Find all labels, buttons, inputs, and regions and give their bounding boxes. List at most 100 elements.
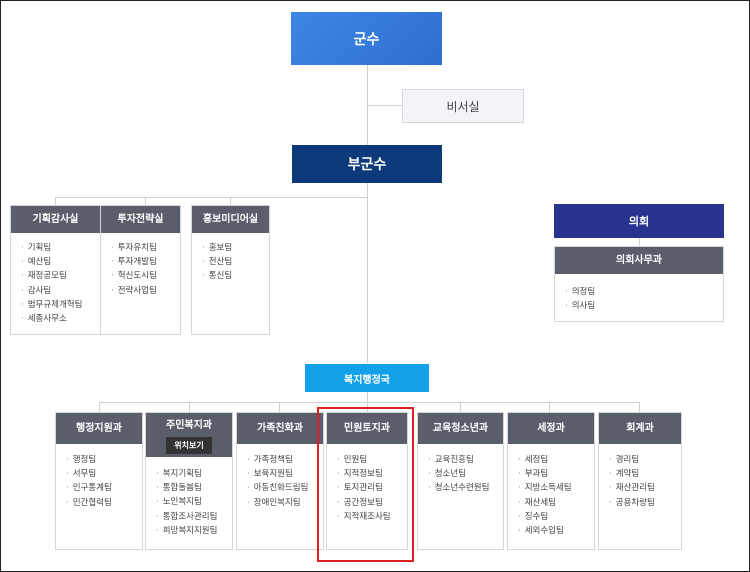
list-item: 세외수입팀	[518, 524, 594, 538]
connector-depts-horizontal	[99, 402, 640, 403]
list-item: 경리팀	[609, 453, 681, 467]
dept-card-resident-welfare[interactable]: 주민복지과 위치보기 복지기획팀 통합돌봄팀 노인복지팀 통합조사관리팀 희망복…	[145, 412, 233, 550]
list-item: 복지기획팀	[156, 467, 232, 481]
secretary-box[interactable]: 비서실	[402, 89, 524, 123]
connector-dept-2	[189, 402, 190, 412]
vice-governor-box[interactable]: 부군수	[292, 145, 442, 183]
team-list: 홍보팀 전산팀 통신팀	[192, 233, 269, 284]
office-title: 투자전략실	[101, 206, 180, 233]
list-item: 교육진흥팀	[428, 453, 503, 467]
list-item: 재정공모팀	[21, 269, 100, 283]
council-office-card[interactable]: 의회사무과 의정팀 의사팀	[554, 246, 724, 322]
connector-dept-7	[639, 402, 640, 412]
connector-secretary	[367, 105, 402, 106]
list-item: 의사팀	[565, 299, 723, 313]
list-item: 세정팀	[518, 453, 594, 467]
connector-dept-3	[279, 402, 280, 412]
council-box[interactable]: 의회	[554, 204, 724, 238]
office-card-investment[interactable]: 투자전략실 투자유치팀 투자개발팀 혁신도시팀 전략사업팀	[100, 205, 181, 335]
governor-box[interactable]: 군수	[291, 12, 442, 65]
connector-office-3	[230, 197, 231, 205]
connector-vice-bureau	[367, 183, 368, 363]
list-item: 공간정보팀	[337, 496, 407, 510]
team-list: 민원팀 지적정보팀 토지관리팀 공간정보팀 지적재조사팀	[327, 444, 407, 524]
list-item: 인구통계팀	[66, 481, 142, 495]
list-item: 민간협력팀	[66, 496, 142, 510]
list-item: 희망복지지원팀	[156, 524, 232, 538]
connector-offices-horizontal	[55, 197, 368, 198]
list-item: 투자유치팀	[111, 241, 180, 255]
team-list: 복지기획팀 통합돌봄팀 노인복지팀 통합조사관리팀 희망복지지원팀	[146, 457, 232, 538]
dept-title: 민원토지과	[327, 413, 407, 444]
list-item: 징수팀	[518, 510, 594, 524]
location-button-wrap: 위치보기	[146, 437, 232, 454]
list-item: 민원팀	[337, 453, 407, 467]
list-item: 예산팀	[21, 255, 100, 269]
list-item: 전략사업팀	[111, 284, 180, 298]
list-item: 의정팀	[565, 285, 723, 299]
list-item: 청소년수련원팀	[428, 481, 503, 495]
list-item: 법무규제개혁팀	[21, 298, 100, 312]
list-item: 혁신도시팀	[111, 269, 180, 283]
list-item: 감사팀	[21, 284, 100, 298]
team-list: 행정팀 서무팀 인구통계팀 민간협력팀	[56, 444, 142, 510]
connector-council	[639, 238, 640, 246]
team-list: 교육진흥팀 청소년팀 청소년수련원팀	[418, 444, 503, 496]
team-list: 가족정책팀 보육지원팀 아동친화드림팀 장애인복지팀	[237, 444, 323, 510]
dept-title: 세정과	[508, 413, 594, 444]
list-item: 노인복지팀	[156, 495, 232, 509]
connector-dept-5	[460, 402, 461, 412]
list-item: 지적재조사팀	[337, 510, 407, 524]
list-item: 공용차량팀	[609, 496, 681, 510]
list-item: 청소년팀	[428, 467, 503, 481]
list-item: 재산세팀	[518, 496, 594, 510]
bureau-box[interactable]: 복지행정국	[305, 364, 429, 392]
team-list: 투자유치팀 투자개발팀 혁신도시팀 전략사업팀	[101, 233, 180, 298]
list-item: 부과팀	[518, 467, 594, 481]
office-title: 홍보미디어실	[192, 206, 269, 233]
connector-office-2	[145, 197, 146, 205]
list-item: 지적정보팀	[337, 467, 407, 481]
list-item: 투자개발팀	[111, 255, 180, 269]
list-item: 전산팀	[202, 255, 269, 269]
dept-card-accounting[interactable]: 회계과 경리팀 계약팀 재산관리팀 공용차량팀	[598, 412, 682, 550]
dept-card-tax[interactable]: 세정과 세정팀 부과팀 지방소득세팀 재산세팀 징수팀 세외수입팀	[507, 412, 595, 550]
office-title: 기획감사실	[11, 206, 100, 233]
dept-title: 행정지원과	[56, 413, 142, 444]
dept-title: 회계과	[599, 413, 681, 444]
list-item: 통합돌봄팀	[156, 481, 232, 495]
list-item: 통신팀	[202, 269, 269, 283]
list-item: 행정팀	[66, 453, 142, 467]
team-list: 의정팀 의사팀	[555, 274, 723, 313]
list-item: 장애인복지팀	[247, 496, 323, 510]
team-list: 경리팀 계약팀 재산관리팀 공용차량팀	[599, 444, 681, 510]
team-list: 기획팀 예산팀 재정공모팀 감사팀 법무규제개혁팀 세종사무소	[11, 233, 100, 326]
dept-title: 가족친화과	[237, 413, 323, 444]
list-item: 재산관리팀	[609, 481, 681, 495]
list-item: 가족정책팀	[247, 453, 323, 467]
list-item: 통합조사관리팀	[156, 510, 232, 524]
office-card-media[interactable]: 홍보미디어실 홍보팀 전산팀 통신팀	[191, 205, 270, 335]
list-item: 계약팀	[609, 467, 681, 481]
list-item: 지방소득세팀	[518, 481, 594, 495]
dept-card-education-youth[interactable]: 교육청소년과 교육진흥팀 청소년팀 청소년수련원팀	[417, 412, 504, 550]
dept-card-admin-support[interactable]: 행정지원과 행정팀 서무팀 인구통계팀 민간협력팀	[55, 412, 143, 550]
connector-dept-1	[99, 402, 100, 412]
list-item: 토지관리팀	[337, 481, 407, 495]
list-item: 세종사무소	[21, 312, 100, 326]
office-title: 의회사무과	[555, 247, 723, 274]
connector-dept-6	[549, 402, 550, 412]
location-button[interactable]: 위치보기	[166, 437, 212, 454]
connector-office-1	[55, 197, 56, 205]
dept-title-label: 주민복지과	[166, 420, 212, 431]
dept-title: 주민복지과 위치보기	[146, 413, 232, 457]
dept-card-family[interactable]: 가족친화과 가족정책팀 보육지원팀 아동친화드림팀 장애인복지팀	[236, 412, 324, 550]
dept-title: 교육청소년과	[418, 413, 503, 444]
list-item: 기획팀	[21, 241, 100, 255]
selection-highlight	[317, 407, 414, 562]
list-item: 홍보팀	[202, 241, 269, 255]
list-item: 서무팀	[66, 467, 142, 481]
office-card-planning[interactable]: 기획감사실 기획팀 예산팀 재정공모팀 감사팀 법무규제개혁팀 세종사무소	[10, 205, 101, 335]
dept-card-civil-land[interactable]: 민원토지과 민원팀 지적정보팀 토지관리팀 공간정보팀 지적재조사팀	[326, 412, 408, 550]
